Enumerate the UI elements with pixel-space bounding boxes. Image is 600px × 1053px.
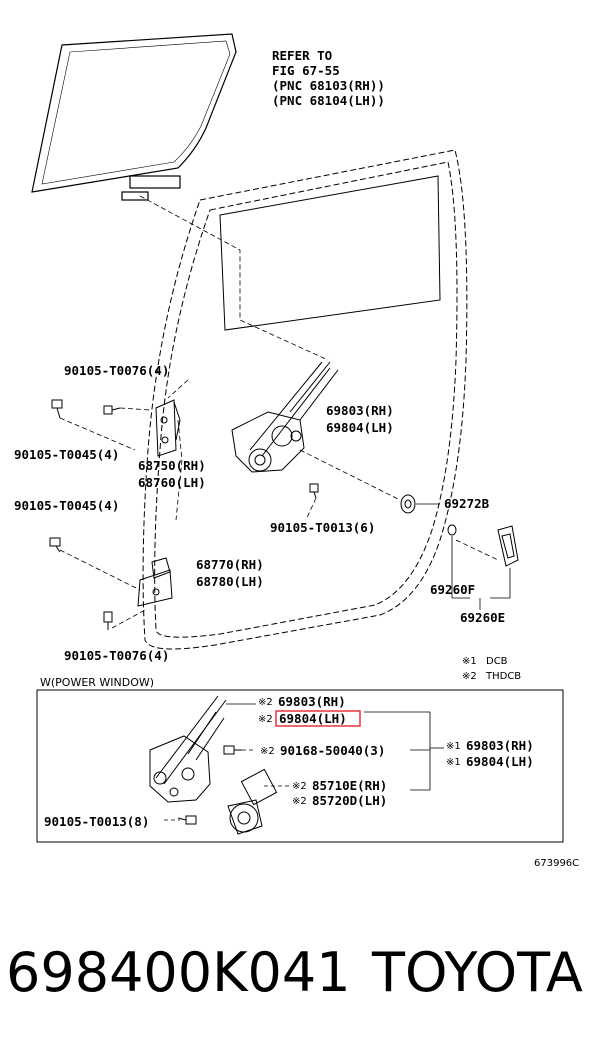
legend-text-1: DCB [486,656,508,667]
leader-lines-lower [164,749,290,821]
bolt-icon [177,815,197,825]
bolt-icon [309,483,319,499]
label-regulator-lh: 69804(LH) [326,420,394,435]
mark-2-b: ※2 [258,714,273,725]
label-handle-assy: 69260E [460,610,505,625]
legend: ※1 DCB ※2 THDCB [462,656,521,682]
power-window-box [36,689,564,843]
label-bolt-t0076-top: 90105-T0076(4) [64,363,169,378]
legend-mark-2: ※2 [462,671,477,682]
label-bolt-t0076-bottom: 90105-T0076(4) [64,648,169,663]
label-grommet: 69272B [444,496,490,511]
label-hinge-lower-rh: 68770(RH) [196,557,264,572]
mark-2-d: ※2 [292,781,307,792]
leader-lines-upper [59,195,499,629]
mark-2-c: ※2 [260,746,275,757]
legend-text-2: THDCB [485,671,521,682]
label-handle-part: 69260F [430,582,475,597]
mark-2-a: ※2 [258,697,273,708]
handle-icon [497,525,519,567]
label-motor-rh: 85710E(RH) [312,778,387,793]
mark-1-a: ※1 [446,741,461,752]
footer-brand: TOYOTA [372,941,583,1004]
label-bolt-t0045-a: 90105-T0045(4) [14,447,119,462]
window-regulator-upper [231,361,339,473]
label-bolt-t0045-b: 90105-T0045(4) [14,498,119,513]
mark-1-b: ※1 [446,757,461,768]
mark-2-e: ※2 [292,796,307,807]
power-window-title: W(POWER WINDOW) [40,676,154,689]
motor-assembly [227,768,278,835]
label-pw-regulator-rh: 69803(RH) [278,694,346,709]
bolt-icons-lower [177,745,242,825]
footer: 698400K041 TOYOTA [0,928,600,1018]
diagram-code: 673996C [534,858,579,869]
label-pw-regulator-lh: 69804(LH) [279,711,347,726]
label-bolt-t0013: 90105-T0013(6) [270,520,375,535]
label-assy-lh: 69804(LH) [466,754,534,769]
upper-part-labels: 90105-T0076(4) 90105-T0045(4) 68750(RH) … [14,363,505,663]
refer-line-4: (PNC 68104(LH)) [272,93,385,108]
label-hinge-upper-lh: 68760(LH) [138,475,206,490]
door-frame [142,149,468,650]
clip-icon [447,524,457,536]
refer-line-3: (PNC 68103(RH)) [272,78,385,93]
label-hinge-lower-lh: 68780(LH) [196,574,264,589]
bolt-icons-upper [49,399,519,630]
label-pw-bolt-t0013: 90105-T0013(8) [44,814,149,829]
hinge-upper [155,399,181,457]
label-motor-lh: 85720D(LH) [312,793,387,808]
bracket-lines-lower [226,703,444,791]
label-hinge-upper-rh: 68750(RH) [138,458,206,473]
bolt-icon [103,611,113,630]
label-regulator-rh: 69803(RH) [326,403,394,418]
legend-mark-1: ※1 [462,656,477,667]
door-glass [31,33,237,201]
lower-part-labels: ※2 69803(RH) ※2 69804(LH) ※2 90168-50040… [44,694,534,829]
highlight-box [275,710,361,727]
bolt-icon [51,399,63,419]
grommet-icon [400,494,416,514]
label-bolt-50040: 90168-50040(3) [280,743,385,758]
bracket-lines-upper [416,503,511,610]
bolt-icon [223,745,242,755]
refer-note: REFER TO FIG 67-55 (PNC 68103(RH)) (PNC … [272,48,385,108]
refer-line-1: REFER TO [272,48,332,63]
hinge-lower [137,557,173,607]
bolt-icon [103,405,121,415]
footer-part-number: 698400K041 [6,941,351,1004]
bolt-icon [49,537,61,553]
refer-line-2: FIG 67-55 [272,63,340,78]
label-assy-rh: 69803(RH) [466,738,534,753]
window-regulator-lower [149,695,227,803]
